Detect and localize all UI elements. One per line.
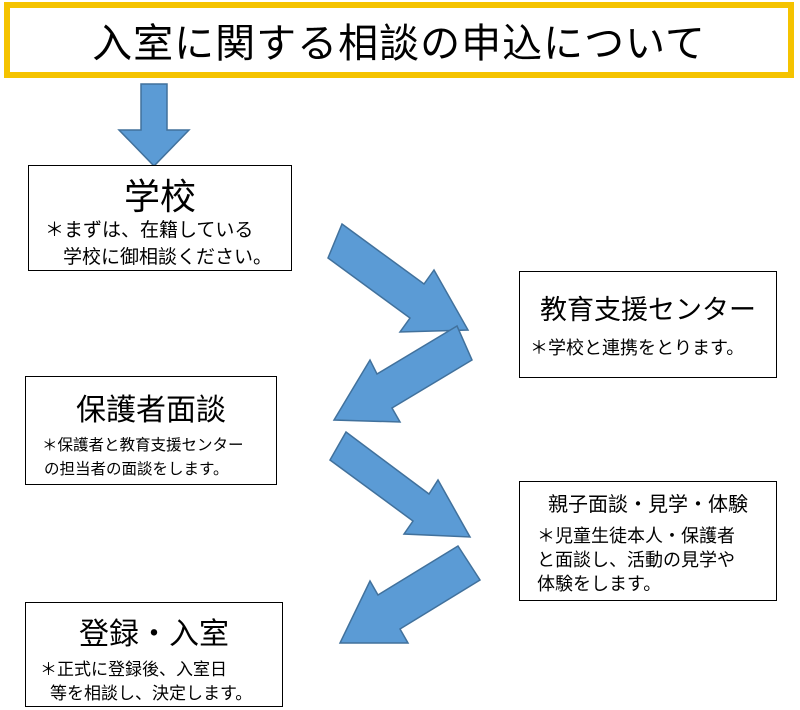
down-arrow — [117, 83, 191, 168]
step-school: 学校 ＊まずは、在籍している 学校に御相談ください。 — [28, 165, 292, 271]
step-heading: 登録・入室 — [79, 617, 229, 652]
step-heading: 保護者面談 — [76, 393, 226, 428]
step-note: ＊保護者と教育支援センター — [42, 436, 244, 454]
title-banner: 入室に関する相談の申込について — [4, 2, 794, 78]
step-note: ＊まずは、在籍している — [45, 219, 254, 241]
step-note: ＊学校と連携をとります。 — [530, 338, 745, 359]
step-heading: 親子面談・見学・体験 — [548, 492, 748, 516]
arrow-trial-to-registration — [338, 544, 482, 644]
step-parent-interview: 保護者面談 ＊保護者と教育支援センター の担当者の面談をします。 — [25, 376, 277, 485]
step-note: ＊正式に登録後、入室日 — [40, 660, 227, 680]
step-trial: 親子面談・見学・体験 ＊児童生徒本人・保護者 と面談し、活動の見学や 体験をしま… — [519, 481, 777, 601]
page-title: 入室に関する相談の申込について — [92, 21, 706, 67]
step-note: と面談し、活動の見学や — [537, 550, 735, 571]
step-heading: 学校 — [123, 177, 196, 218]
arrow-school-to-center — [327, 222, 470, 333]
arrow-parent-to-trial — [329, 430, 472, 538]
step-registration: 登録・入室 ＊正式に登録後、入室日 等を相談し、決定します。 — [25, 602, 283, 707]
step-center: 教育支援センター ＊学校と連携をとります。 — [519, 271, 777, 378]
arrow-center-to-parent — [332, 324, 473, 423]
step-note: の担当者の面談をします。 — [44, 460, 229, 478]
step-heading: 教育支援センター — [540, 295, 756, 326]
step-note: 体験をします。 — [537, 574, 662, 595]
step-note: ＊児童生徒本人・保護者 — [537, 526, 735, 547]
step-note: 学校に御相談ください。 — [63, 246, 273, 268]
step-note: 等を相談し、決定します。 — [50, 684, 253, 704]
